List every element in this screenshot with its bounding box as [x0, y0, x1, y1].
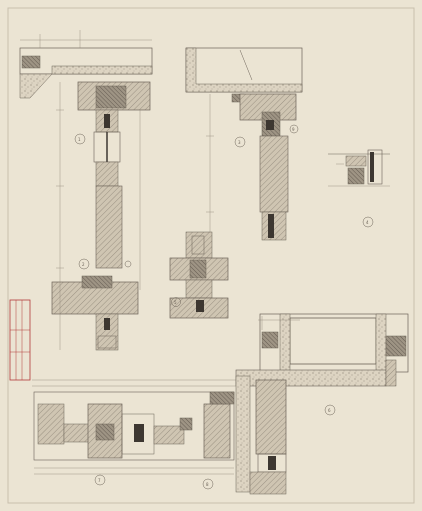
detail-vertical-section-middle	[185, 47, 303, 241]
detail-small-center	[169, 231, 229, 319]
detail-marker-5	[171, 297, 181, 307]
sheet-border	[7, 7, 415, 504]
detail-marker-3	[234, 136, 246, 148]
detail-number-1: 1	[78, 137, 81, 142]
detail-number-4: 4	[366, 220, 369, 225]
detail-number-6: 6	[328, 408, 331, 413]
detail-number-3: 3	[238, 140, 241, 145]
detail-vertical-section-bottom	[235, 375, 287, 495]
detail-marker-6	[324, 404, 336, 416]
detail-vertical-section-left	[19, 30, 153, 351]
detail-number-2: 2	[82, 262, 85, 267]
detail-marker-8	[202, 478, 214, 490]
detail-marker-7	[94, 474, 106, 486]
detail-small-right	[328, 149, 390, 228]
detail-horizontal-section-bottom	[32, 379, 236, 490]
detail-number-9: 9	[292, 127, 295, 132]
detail-marker-2	[78, 258, 90, 270]
detail-marker-1	[74, 133, 86, 145]
title-stamp	[9, 299, 31, 381]
detail-number-5: 5	[174, 300, 177, 305]
detail-number-7: 7	[98, 478, 101, 483]
detail-marker-4	[362, 216, 374, 228]
detail-number-8: 8	[206, 482, 209, 487]
